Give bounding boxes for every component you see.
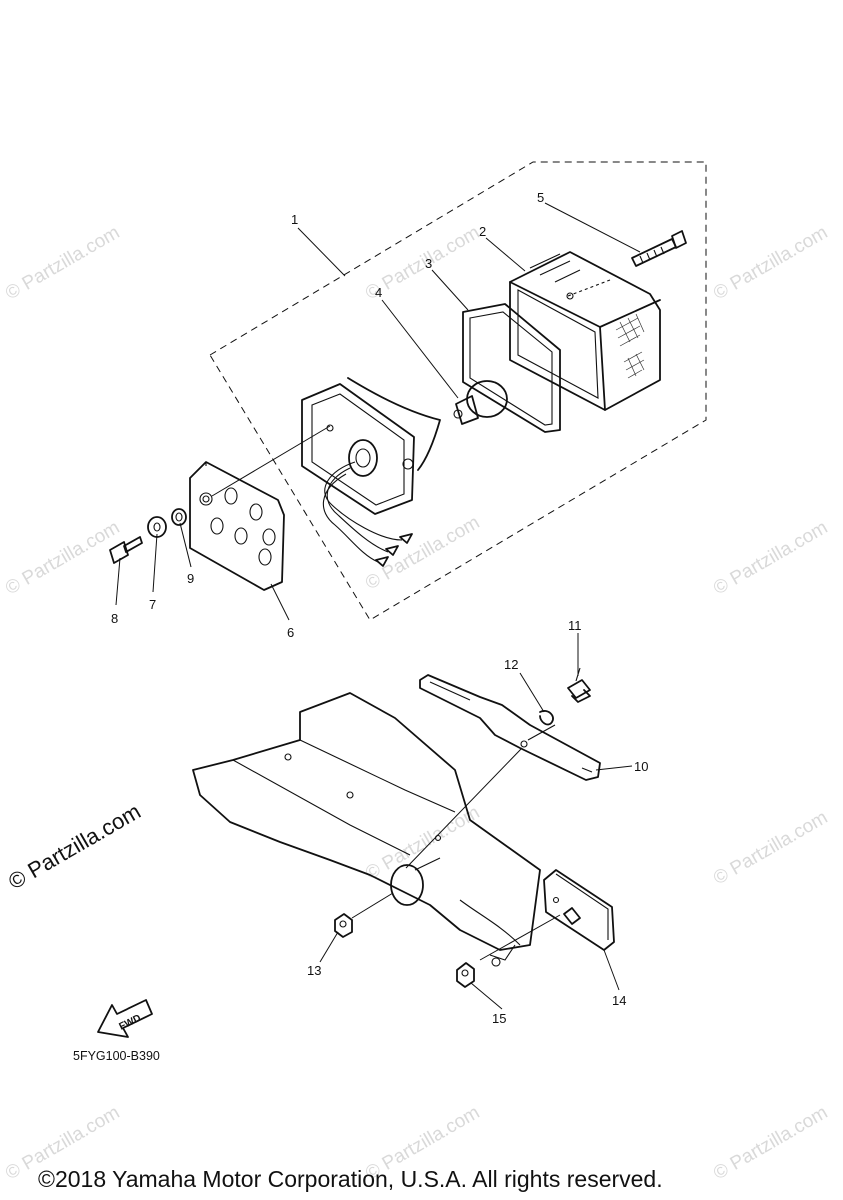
diagram-code: 5FYG100-B390 [73,1049,160,1063]
callout-6: 6 [287,625,294,640]
watermark: © Partzilla.com [362,512,483,594]
fwd-arrow: FWD [97,999,153,1038]
assembly-boundary [209,161,707,621]
watermark-prominent: © Partzilla.com [4,799,145,895]
rear-fender [192,692,561,967]
part-2-lens-cover [509,251,661,411]
callout-10: 10 [634,759,648,774]
part-6-plate [189,425,331,591]
part-4-bulb [453,380,508,425]
part-3-gasket [462,303,561,433]
callout-3: 3 [425,256,432,271]
copyright-notice: ©2018 Yamaha Motor Corporation, U.S.A. A… [38,1166,663,1192]
leader-lines [115,202,641,1010]
lamp-housing [301,377,441,567]
part-15-nut [456,962,475,988]
part-11-bolt [567,667,591,703]
callout-14: 14 [612,993,626,1008]
part-8-bolt [109,536,143,564]
callout-labels: 1 2 3 4 5 6 7 8 9 10 11 12 13 14 15 [111,190,648,1026]
watermark: © Partzilla.com [710,807,831,889]
callout-7: 7 [149,597,156,612]
callout-15: 15 [492,1011,506,1026]
part-9-washer [171,508,187,526]
part-14-reflector [543,869,615,951]
part-10-bracket [419,674,601,781]
part-12-washer [539,710,554,726]
callout-8: 8 [111,611,118,626]
watermark-layer: © Partzilla.com © Partzilla.com © Partzi… [2,222,831,1184]
part-13-nut [334,913,353,938]
callout-11: 11 [568,618,582,633]
callout-2: 2 [479,224,486,239]
callout-1: 1 [291,212,298,227]
watermark: © Partzilla.com [710,517,831,599]
watermark: © Partzilla.com [2,222,123,304]
watermark: © Partzilla.com [362,802,483,884]
watermark: © Partzilla.com [710,1102,831,1184]
callout-13: 13 [307,963,321,978]
watermark: © Partzilla.com [2,517,123,599]
callout-4: 4 [375,285,382,300]
callout-9: 9 [187,571,194,586]
part-5-screw [631,230,687,267]
fwd-label: FWD [117,1013,142,1033]
callout-12: 12 [504,657,518,672]
callout-5: 5 [537,190,544,205]
watermark: © Partzilla.com [710,222,831,304]
